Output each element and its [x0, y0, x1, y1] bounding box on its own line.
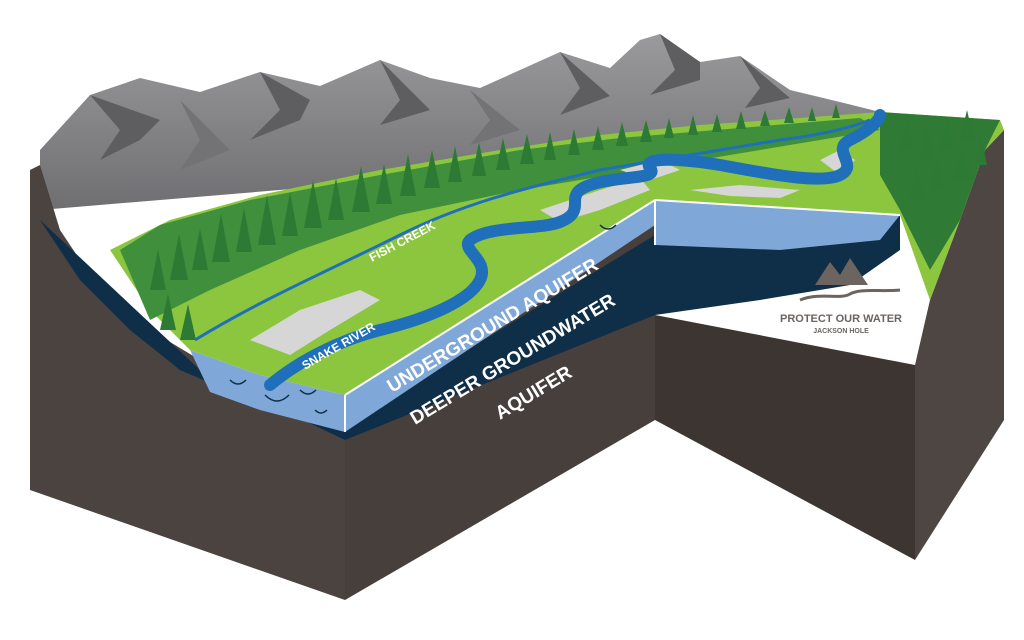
watermark-subtitle: JACKSON HOLE	[813, 328, 869, 335]
underground-aquifer-side	[655, 200, 900, 250]
underground-aquifer-left	[190, 350, 345, 432]
underground-aquifer-front	[345, 200, 655, 432]
mountain-range-icon	[40, 34, 880, 210]
conifer-tree-icon	[150, 104, 987, 340]
soil-right-face	[655, 315, 915, 560]
aquifer-bubbles	[229, 224, 617, 414]
watermark-title: PROTECT OUR WATER	[780, 313, 902, 325]
deep-aquifer-layer	[40, 200, 900, 425]
soil-front-face	[30, 165, 345, 600]
soil-far-right-face	[915, 130, 1004, 560]
fish-creek	[194, 118, 871, 342]
watermark-mountain-logo-icon	[799, 258, 901, 302]
snake-river	[264, 109, 886, 391]
